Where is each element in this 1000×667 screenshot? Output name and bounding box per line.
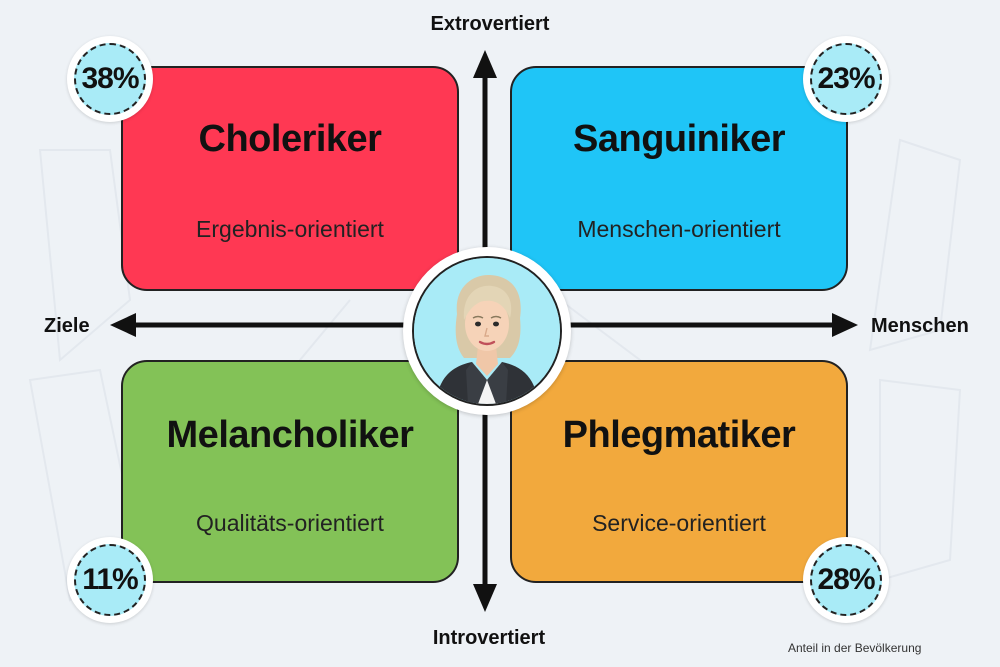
quadrant-title: Choleriker <box>198 118 382 160</box>
quadrant-description: Qualitäts-orientiert <box>196 510 384 536</box>
share-badge-choleriker: 38% <box>67 36 153 122</box>
quadrant-description: Menschen-orientiert <box>577 216 781 242</box>
quadrant-title: Phlegmatiker <box>562 414 796 456</box>
axis-label-left: Ziele <box>44 315 90 337</box>
quadrant-title: Melancholiker <box>166 414 414 456</box>
arrow-right-icon <box>832 313 858 337</box>
share-badge-phlegmatiker: 28% <box>803 537 889 623</box>
quadrant-description: Ergebnis-orientiert <box>196 216 384 242</box>
quadrant-melancholiker: Melancholiker Qualitäts-orientiert <box>121 360 459 583</box>
share-value: 23% <box>810 43 882 115</box>
share-value: 28% <box>810 544 882 616</box>
quadrant-choleriker: Choleriker Ergebnis-orientiert <box>121 66 459 291</box>
share-value: 38% <box>74 43 146 115</box>
share-badge-melancholiker: 11% <box>67 537 153 623</box>
axis-label-top: Extrovertiert <box>430 13 550 35</box>
axis-label-right: Menschen <box>871 315 969 337</box>
quadrant-title: Sanguiniker <box>573 118 786 160</box>
share-value: 11% <box>74 544 146 616</box>
share-badge-sanguiniker: 23% <box>803 36 889 122</box>
quadrant-sanguiniker: Sanguiniker Menschen-orientiert <box>510 66 848 291</box>
center-avatar <box>403 247 571 415</box>
arrow-left-icon <box>110 313 136 337</box>
arrow-up-icon <box>473 50 497 78</box>
quadrant-description: Service-orientiert <box>592 510 766 536</box>
arrow-down-icon <box>473 584 497 612</box>
businesswoman-avatar-icon <box>414 258 560 404</box>
footnote: Anteil in der Bevölkerung <box>788 641 922 655</box>
quadrant-phlegmatiker: Phlegmatiker Service-orientiert <box>510 360 848 583</box>
axis-label-bottom: Introvertiert <box>432 627 546 649</box>
